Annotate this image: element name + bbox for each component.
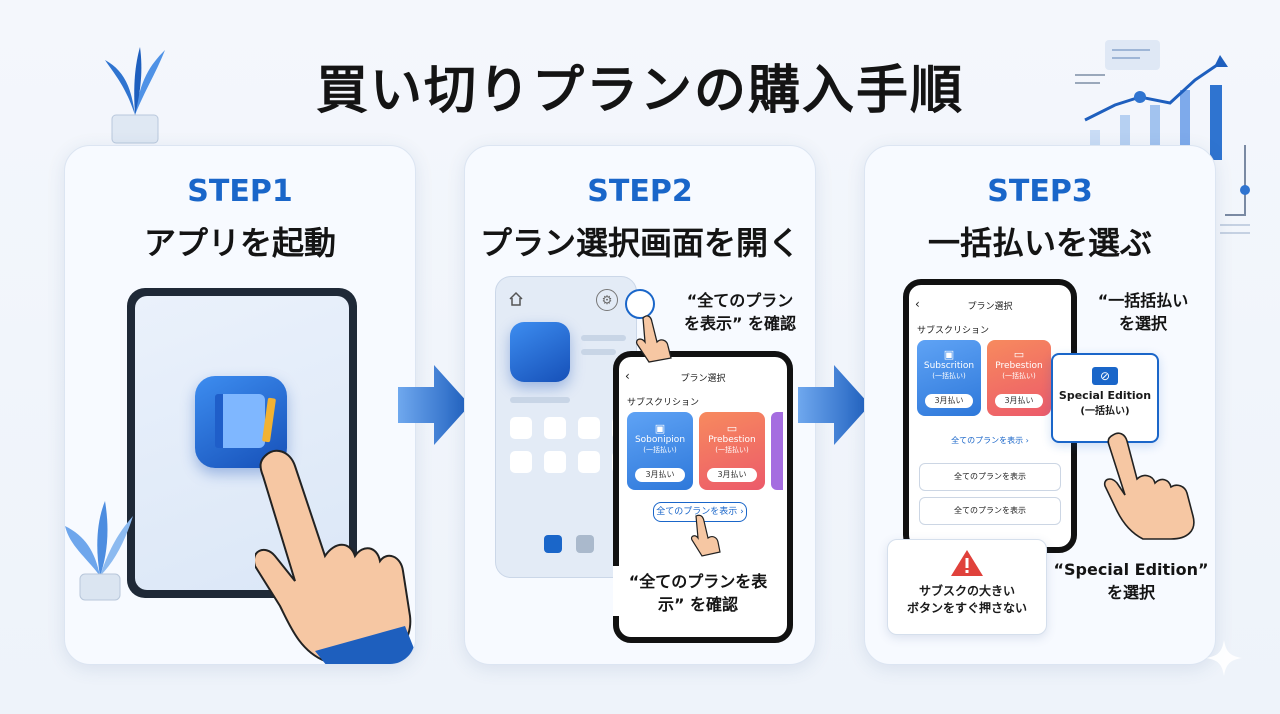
step2-label: STEP2 xyxy=(587,174,693,209)
card1-button[interactable]: 3月払い xyxy=(925,394,973,408)
phone-title: プラン選択 xyxy=(680,374,726,384)
card1-button[interactable]: 3月払い xyxy=(635,468,685,482)
home-icon[interactable] xyxy=(508,291,524,307)
hand-pointer-icon xyxy=(1103,432,1195,540)
step2-subtitle: プラン選択画面を開く xyxy=(479,224,800,262)
plant-icon xyxy=(65,501,133,601)
warning-icon xyxy=(951,550,983,576)
plan-card-1[interactable]: ▣ Sobonipion (一括払い) 3月払い xyxy=(627,412,693,490)
step2-callout-top: “全てのプラン を表示” を確認 xyxy=(683,291,797,334)
arrow-right-icon xyxy=(798,365,870,445)
show-all-plans-link[interactable]: 全てのプランを表示 › xyxy=(951,436,1029,445)
plan-card-2[interactable]: ▭ Prebestion (一括払い) 3月払い xyxy=(699,412,765,490)
step3-panel: STEP3 一括払いを選ぶ ‹ プラン選択 サブスクリション ▣ Subscri… xyxy=(864,145,1216,665)
warning-box: サブスクの大きい ボタンをすぐ押さない xyxy=(887,539,1047,635)
special-edition-option[interactable]: ⊘ Special Edition (一括払い) xyxy=(1051,353,1159,443)
plan-card-2[interactable]: ▭ Prebestion (一括払い) 3月払い xyxy=(987,340,1051,416)
app-icon[interactable] xyxy=(510,322,570,382)
card-icon: ▭ xyxy=(726,422,738,435)
gift-icon: ▣ xyxy=(943,348,955,361)
back-chevron-icon[interactable]: ‹ xyxy=(625,369,630,383)
plan-row-2[interactable]: 全てのプランを表示 xyxy=(919,497,1061,525)
page-title: 買い切りプランの購入手順 xyxy=(315,61,964,121)
plan-phone: ‹ プラン選択 サブスクリション ▣ Subscrition (一括払い) 3月… xyxy=(903,279,1077,553)
card-icon: ▭ xyxy=(1013,348,1025,361)
phone-title: プラン選択 xyxy=(967,302,1013,312)
step3-callout-top: “一括括払い を選択 xyxy=(1097,291,1189,334)
section-label: サブスクリション xyxy=(627,398,700,408)
app-grid xyxy=(510,417,634,473)
tab-home-icon[interactable] xyxy=(544,535,562,553)
chart-decoration-icon xyxy=(1075,40,1250,234)
step2-panel: STEP2 プラン選択画面を開く ⚙ “全てのプラン を表示” を確認 ‹ プラ… xyxy=(464,145,816,665)
step1-label: STEP1 xyxy=(187,174,293,209)
tab-profile-icon[interactable] xyxy=(576,535,594,553)
hand-pointer-icon xyxy=(255,449,415,664)
gift-icon: ▣ xyxy=(654,422,666,435)
profile-icon[interactable] xyxy=(625,289,655,319)
step2-callout-bottom: “全てのプランを表 示” を確認 xyxy=(613,566,783,617)
hand-pointer-icon xyxy=(690,514,721,557)
card2-button[interactable]: 3月払い xyxy=(995,394,1043,408)
plan-card-1[interactable]: ▣ Subscrition (一括払い) 3月払い xyxy=(917,340,981,416)
step1-subtitle: アプリを起動 xyxy=(143,224,336,262)
plant-icon xyxy=(105,47,165,144)
step3-subtitle: 一括払いを選ぶ xyxy=(927,224,1152,262)
gear-icon[interactable]: ⚙ xyxy=(596,289,618,311)
hand-pointer-icon xyxy=(635,315,672,363)
card2-button[interactable]: 3月払い xyxy=(707,468,757,482)
step1-panel: STEP1 アプリを起動 xyxy=(64,145,416,665)
book-icon xyxy=(215,394,265,448)
plan-row-1[interactable]: 全てのプランを表示 xyxy=(919,463,1061,491)
step3-callout-bottom: “Special Edition” を選択 xyxy=(1053,560,1209,603)
back-chevron-icon[interactable]: ‹ xyxy=(915,297,920,311)
no-subscription-icon: ⊘ xyxy=(1092,367,1118,385)
section-label: サブスクリション xyxy=(917,326,990,336)
arrow-right-icon xyxy=(398,365,470,445)
sparkle-icon xyxy=(1206,640,1242,676)
step3-label: STEP3 xyxy=(987,174,1093,209)
